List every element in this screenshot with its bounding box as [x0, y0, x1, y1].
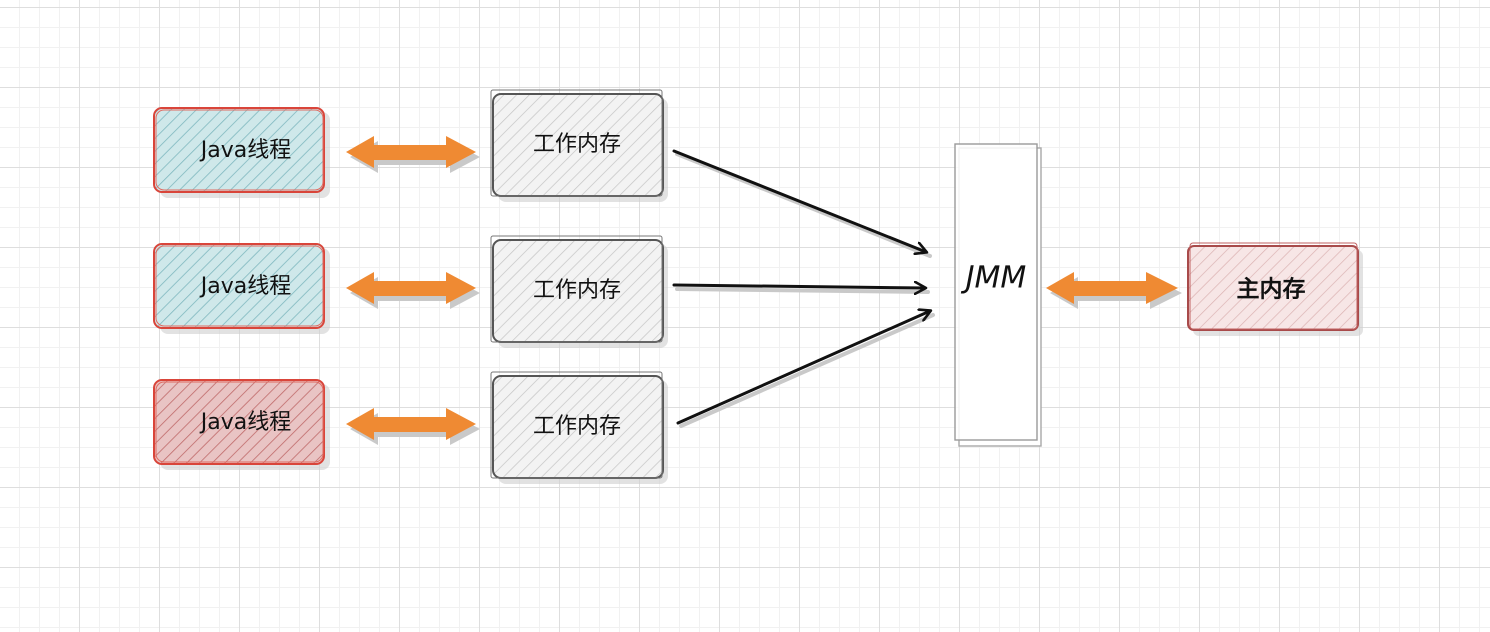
main-memory-label: 主内存: [1237, 276, 1306, 303]
jmm-node: JMM: [954, 143, 1042, 447]
double-arrow-3: [346, 408, 480, 445]
double-arrow-jmm-main: [1046, 272, 1182, 309]
connector-3: [676, 311, 935, 428]
double-arrow-2: [346, 272, 480, 309]
working-memory-node-1: 工作内存: [490, 89, 668, 202]
connector-1: [672, 149, 932, 258]
working-memory-label: 工作内存: [533, 414, 621, 439]
thread-node-1: Java线程: [153, 107, 330, 198]
thread-label: Java线程: [199, 138, 291, 163]
connector-2: [672, 285, 930, 292]
thread-node-2: Java线程: [153, 243, 330, 334]
working-memory-label: 工作内存: [533, 132, 621, 157]
working-memory-node-2: 工作内存: [490, 235, 668, 348]
thread-label: Java线程: [199, 274, 291, 299]
working-memory-label: 工作内存: [533, 278, 621, 303]
double-arrow-1: [346, 136, 480, 173]
jmm-label: JMM: [961, 261, 1027, 296]
thread-label: Java线程: [199, 410, 291, 435]
working-memory-node-3: 工作内存: [490, 371, 668, 484]
thread-node-3: Java线程: [153, 379, 330, 470]
main-memory-node: 主内存: [1187, 242, 1363, 336]
